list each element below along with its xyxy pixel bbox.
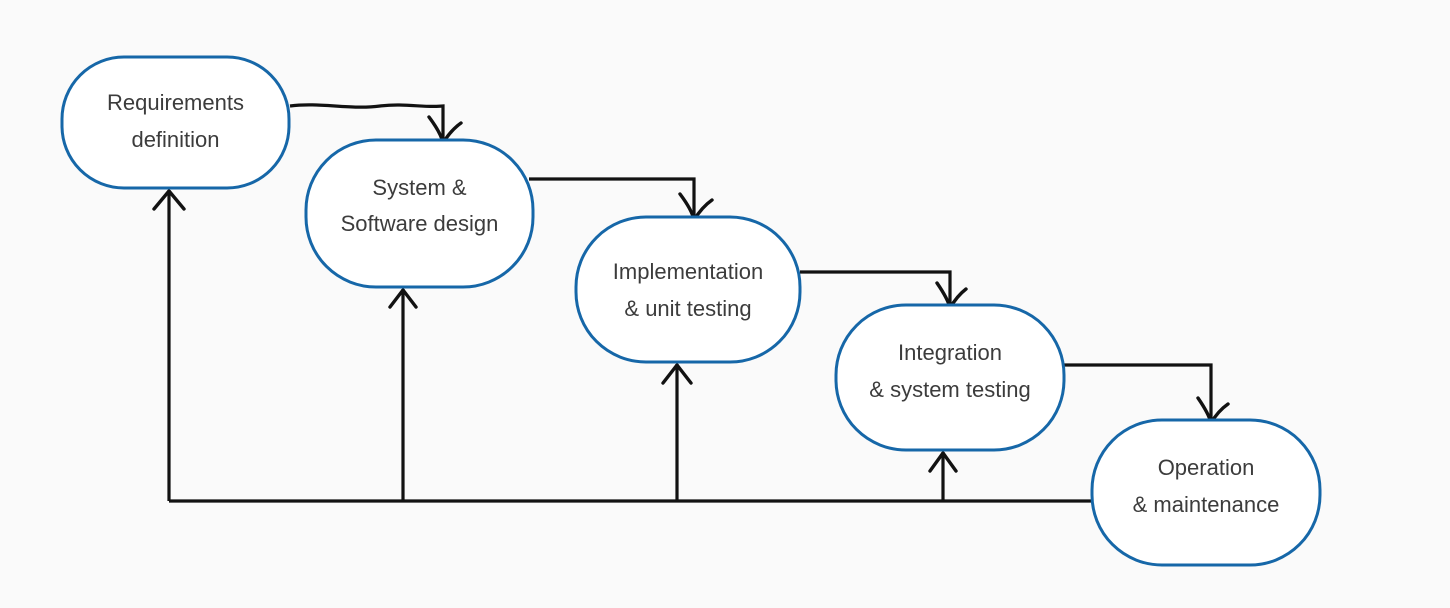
connector-implementation-to-integration [800, 270, 968, 310]
node-shape-system-software-design[interactable] [304, 138, 535, 289]
node-label-integration-system-testing: Integration [898, 340, 1002, 365]
node-label-operation-maintenance: Operation [1158, 455, 1255, 480]
node-label-operation-maintenance-line2: & maintenance [1133, 492, 1280, 517]
node-system-software-design[interactable]: System & Software design [304, 138, 535, 289]
node-shape-operation-maintenance[interactable] [1090, 418, 1322, 567]
node-shape-integration-system-testing[interactable] [834, 303, 1066, 452]
connector-design-to-implementation [529, 177, 714, 222]
riser-to-implementation [661, 363, 693, 501]
node-label-requirements-definition-line2: definition [131, 127, 219, 152]
node-integration-system-testing[interactable]: Integration & system testing [834, 303, 1066, 452]
riser-to-integration [928, 451, 958, 501]
node-operation-maintenance[interactable]: Operation & maintenance [1090, 418, 1322, 567]
node-requirements-definition[interactable]: Requirements definition [60, 55, 291, 190]
connector-requirements-to-design [289, 103, 463, 145]
node-label-implementation-unit-testing: Implementation [613, 259, 763, 284]
node-label-system-software-design-line2: Software design [341, 211, 499, 236]
node-shape-requirements-definition[interactable] [60, 55, 291, 190]
connector-integration-to-operation [1064, 363, 1230, 425]
node-label-requirements-definition: Requirements [107, 90, 244, 115]
node-label-integration-system-testing-line2: & system testing [869, 377, 1030, 402]
node-label-implementation-unit-testing-line2: & unit testing [624, 296, 751, 321]
riser-to-design [388, 288, 418, 501]
feedback-connector-group [152, 189, 1100, 503]
node-shape-implementation-unit-testing[interactable] [574, 215, 802, 364]
riser-to-requirements [152, 189, 186, 501]
node-implementation-unit-testing[interactable]: Implementation & unit testing [574, 215, 802, 364]
node-label-system-software-design: System & [372, 175, 466, 200]
